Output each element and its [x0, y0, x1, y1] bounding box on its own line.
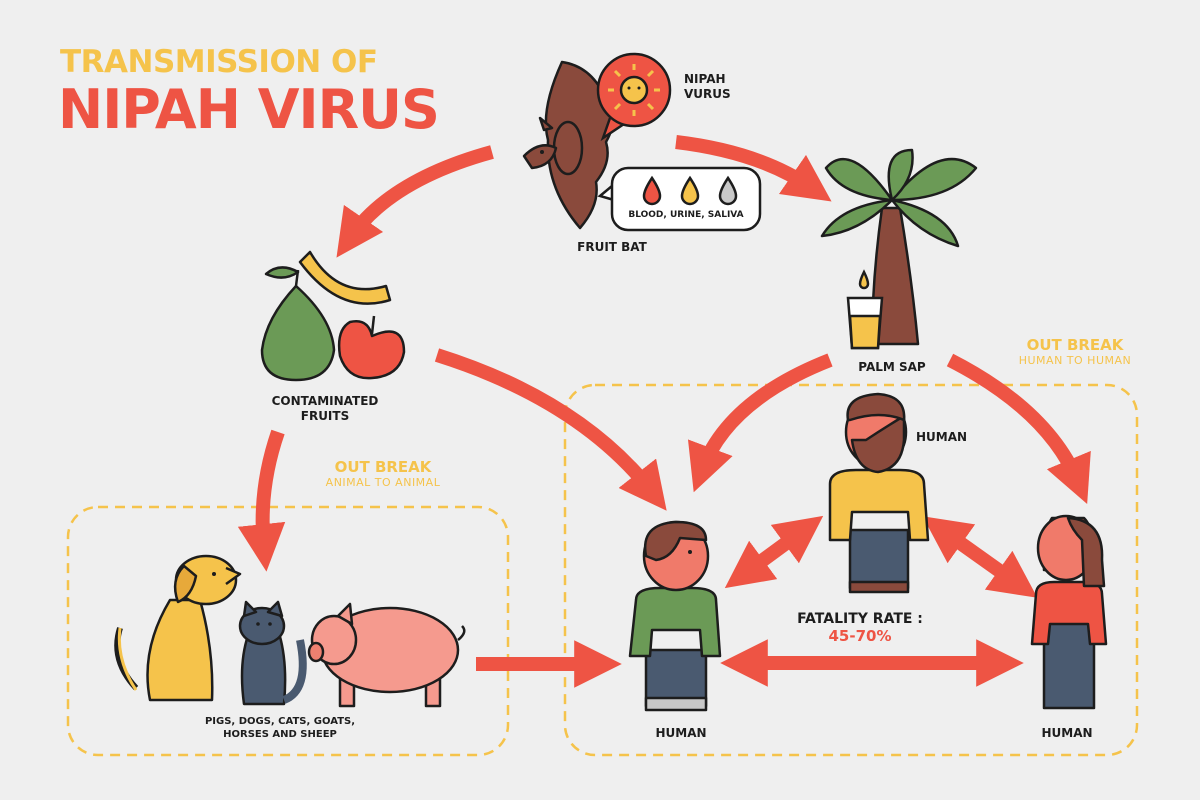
animals-label-line-2: HORSES AND SHEEP [223, 728, 337, 740]
fatality-rate-label: FATALITY RATE : [797, 611, 923, 627]
arrow-human-left-top [724, 515, 824, 589]
palm-sap-label: PALM SAP [858, 360, 926, 374]
sap-cup-icon [846, 269, 884, 350]
arrow-palm-to-human-right [946, 353, 1091, 504]
fatality-rate-value: 45-70% [828, 627, 892, 645]
virus-label-line-1: NIPAH [684, 72, 726, 86]
fluids-label: BLOOD, URINE, SALIVA [628, 210, 744, 220]
fruits-label-line-1: CONTAMINATED [271, 394, 379, 408]
fruit-bat-label: FRUIT BAT [577, 240, 647, 254]
arrow-human-top-right [922, 516, 1038, 598]
virus-label-line-2: VURUS [684, 87, 731, 101]
human-top-label: HUMAN [916, 430, 968, 444]
title-line-1: TRANSMISSION OF [60, 44, 378, 80]
animals-label-line-1: PIGS, DOGS, CATS, GOATS, [204, 716, 356, 727]
palm-tree-icon [820, 148, 978, 346]
human-right-figure [1030, 514, 1108, 710]
arrow-fruits-to-animals [237, 429, 286, 572]
fruits-icon [260, 250, 406, 382]
animal-outbreak-zone [66, 505, 510, 757]
blood-drop-icon [642, 175, 662, 206]
arrow-bat-to-fruits [336, 145, 494, 258]
human-top-figure [828, 392, 930, 594]
arrow-palm-to-human-left [687, 353, 833, 493]
arrow-fruits-to-human [434, 348, 667, 511]
outbreak-human-heading: OUT BREAK [1026, 336, 1124, 354]
fatality-rate: FATALITY RATE : 45-70% [790, 611, 930, 645]
pig-icon [307, 602, 466, 708]
fluids-bubble [597, 166, 762, 232]
human-left-figure [628, 520, 722, 712]
urine-drop-icon [680, 175, 700, 206]
human-left-label: HUMAN [655, 726, 707, 740]
outbreak-human-subtitle: HUMAN TO HUMAN [1018, 354, 1132, 367]
outbreak-animal-text: OUT BREAK ANIMAL TO ANIMAL [298, 458, 468, 489]
cat-icon [238, 600, 307, 706]
outbreak-animal-heading: OUT BREAK [334, 458, 432, 476]
fruits-label-line-2: FRUITS [300, 409, 350, 423]
fruits-label: CONTAMINATED FRUITS [260, 394, 390, 424]
saliva-drop-icon [718, 175, 738, 206]
animals-label: PIGS, DOGS, CATS, GOATS, HORSES AND SHEE… [180, 716, 380, 741]
virus-icon [596, 52, 672, 142]
dog-icon [114, 554, 242, 702]
outbreak-animal-subtitle: ANIMAL TO ANIMAL [325, 476, 441, 489]
human-outbreak-zone [563, 383, 1139, 757]
title-line-2: NIPAH VIRUS [58, 78, 440, 141]
human-right-label: HUMAN [1041, 726, 1093, 740]
virus-label: NIPAH VURUS [684, 72, 731, 102]
arrow-bat-to-palm [675, 135, 832, 202]
outbreak-human-text: OUT BREAK HUMAN TO HUMAN [1000, 336, 1150, 367]
